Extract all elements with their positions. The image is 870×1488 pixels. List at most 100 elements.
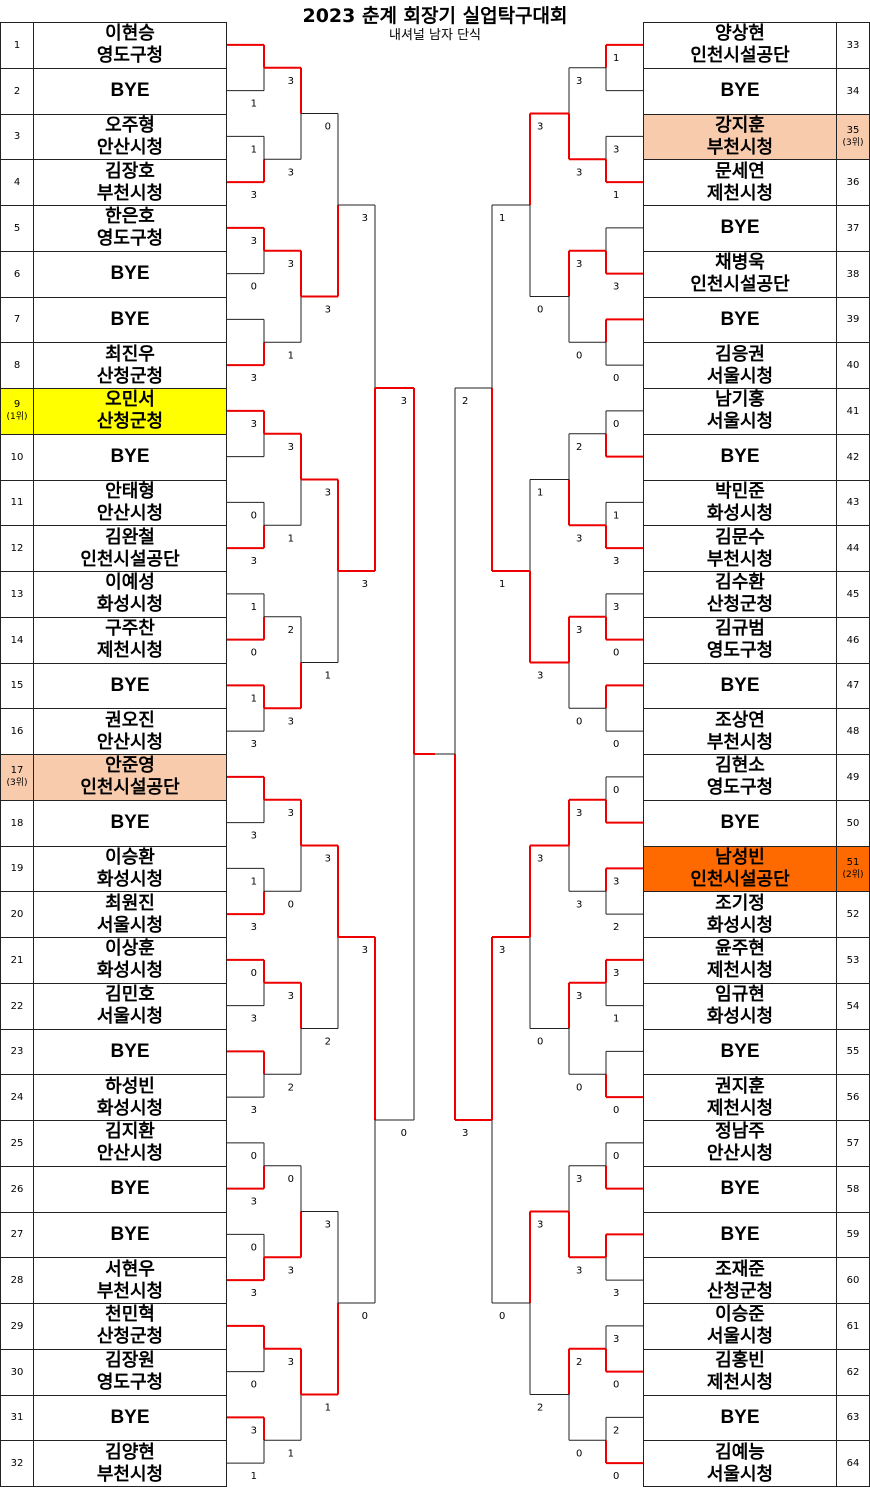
slot-number-label: 50 [846,817,860,829]
slot-number-label: 41 [846,405,860,417]
score-label: 0 [576,350,582,361]
score-label: 0 [613,739,619,750]
slot-number: 63 [836,1394,870,1442]
rank-label: (1위) [6,412,28,423]
score-label: 0 [576,1448,582,1459]
slot-number-label: 11 [10,497,24,509]
team-name: 안산시청 [706,1143,774,1165]
score-label: 3 [576,1174,582,1185]
slot-number-label: 30 [10,1366,24,1378]
score-label: 3 [288,442,294,453]
player-cell: BYE [643,1028,837,1076]
slot-number-label: 46 [846,634,860,646]
score-label: 3 [576,533,582,544]
slot-number-label: 29 [10,1320,24,1332]
score-label: 3 [613,282,619,293]
score-label: 3 [401,396,407,407]
bye-label: BYE [110,1040,150,1062]
score-label: 1 [537,488,543,499]
player-cell: BYE [33,662,227,710]
score-label: 3 [576,625,582,636]
player-cell: BYE [643,799,837,847]
score-label: 0 [401,1128,407,1139]
team-name: 산청군청 [706,1280,774,1302]
slot-number-label: 7 [13,314,21,326]
slot-number: 6 [0,250,34,298]
player-name: 김규범 [715,618,765,640]
score-label: 3 [537,671,543,682]
score-label: 1 [251,144,257,155]
slot-number-label: 64 [846,1458,860,1470]
player-name: 강지훈 [715,114,765,136]
slot-number: 42 [836,433,870,481]
slot-number-label: 60 [846,1275,860,1287]
score-label: 3 [325,1220,331,1231]
player-name: 김예능 [715,1441,765,1463]
slot-number-label: 33 [846,39,860,51]
score-label: 3 [613,1334,619,1345]
slot-number-label: 48 [846,726,860,738]
player-cell: BYE [33,1394,227,1442]
player-name: 안준영 [105,755,155,777]
slot-number-label: 59 [846,1229,860,1241]
slot-number-label: 21 [10,954,24,966]
slot-number-label: 1 [13,39,21,51]
bye-label: BYE [720,217,760,239]
score-label: 3 [288,1357,294,1368]
score-label: 3 [325,305,331,316]
slot-number: 32 [0,1440,34,1487]
bye-label: BYE [720,446,760,468]
score-label: 3 [613,602,619,613]
team-name: 제천시청 [96,640,164,662]
bye-label: BYE [720,1223,760,1245]
score-label: 3 [251,236,257,247]
slot-number-label: 5 [13,222,21,234]
score-label: 3 [576,76,582,87]
player-name: 조상연 [715,709,765,731]
slot-number-label: 54 [846,1000,860,1012]
player-cell: BYE [643,662,837,710]
player-name: 조재준 [715,1258,765,1280]
player-cell: BYE [643,433,837,481]
team-name: 부천시청 [96,1280,164,1302]
score-label: 1 [251,876,257,887]
bye-label: BYE [720,80,760,102]
team-name: 영도구청 [706,640,774,662]
score-label: 2 [325,1037,331,1048]
slot-number-label: 16 [10,726,24,738]
bye-label: BYE [720,812,760,834]
slot-number-label: 51 [846,856,860,868]
player-cell: BYE [643,1394,837,1442]
slot-number: 5 [0,205,34,252]
slot-number-label: 6 [13,268,21,280]
player-name: 김장호 [105,160,155,182]
slot-number-label: 8 [13,360,21,372]
slot-number-label: 18 [10,817,24,829]
score-label: 3 [613,144,619,155]
player-name: 서현우 [105,1258,155,1280]
team-name: 제천시청 [706,1372,774,1394]
score-label: 3 [576,991,582,1002]
slot-number: 2 [0,67,34,115]
player-cell: BYE [33,799,227,847]
score-label: 3 [576,167,582,178]
slot-number-label: 34 [846,85,860,97]
rank-label: (3위) [6,778,28,789]
team-name: 제천시청 [706,182,774,204]
player-name: 안태형 [105,480,155,502]
team-name: 산청군청 [96,1326,164,1348]
team-name: 화성시청 [706,914,774,936]
slot-number-label: 61 [846,1320,860,1332]
slot-number-label: 22 [10,1000,24,1012]
player-cell: BYE [33,1165,227,1213]
bye-label: BYE [110,812,150,834]
team-name: 부천시청 [706,136,774,158]
team-name: 화성시청 [96,868,164,890]
player-name: 김응권 [715,343,765,365]
